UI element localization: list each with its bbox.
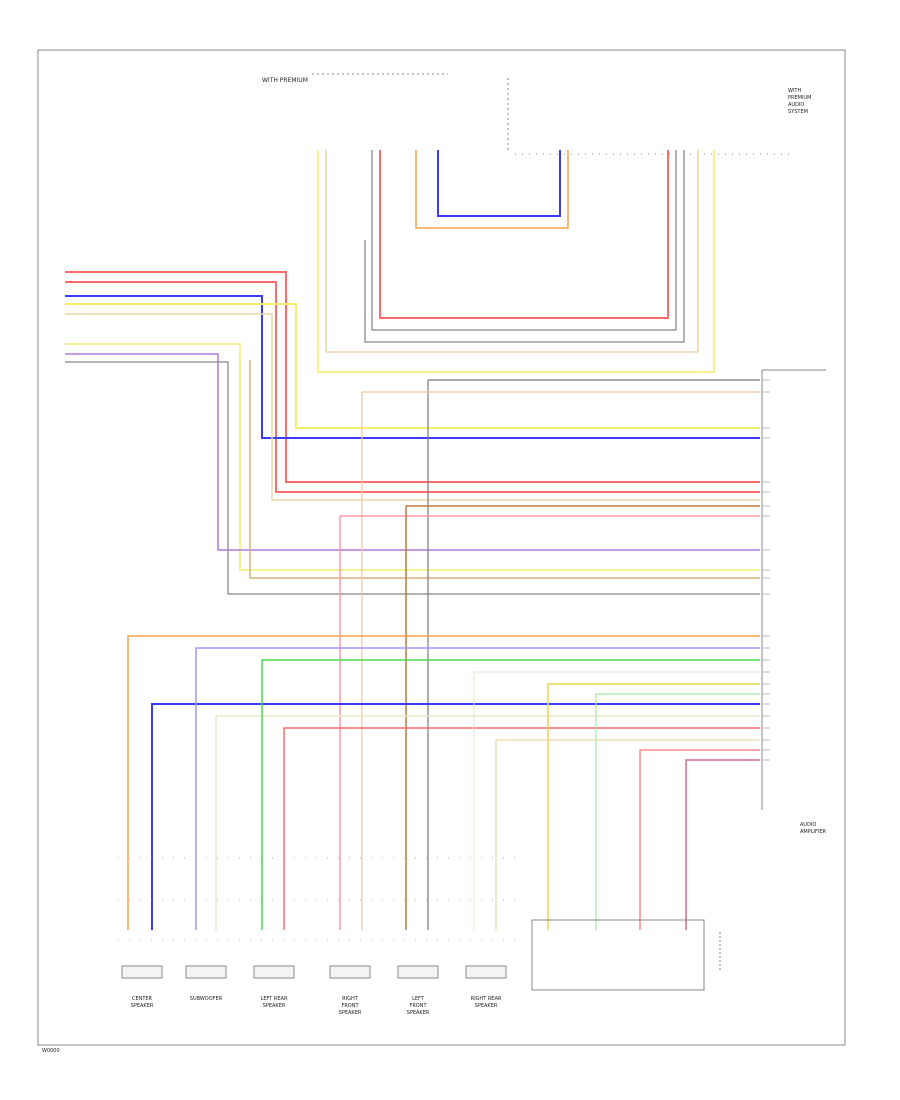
speaker-subwoofer: SUBWOOFER — [185, 965, 227, 1002]
svg-text:SPEAKER: SPEAKER — [475, 1003, 498, 1009]
wire-tan-1 — [65, 313, 760, 501]
wire-brown-center — [405, 505, 760, 930]
speaker-left-rear: LEFT REAR SPEAKER — [253, 965, 295, 1009]
svg-text:LEFT: LEFT — [412, 996, 425, 1002]
wire-tan-rightrear-2 — [495, 739, 760, 930]
wire-gray-top-2 — [364, 150, 685, 343]
diagram-border — [37, 49, 846, 1046]
wire-orange-top — [415, 150, 569, 229]
right-caption: WITH PREMIUM AUDIO SYSTEM — [788, 88, 811, 115]
svg-text:SPEAKER: SPEAKER — [339, 1010, 362, 1016]
svg-text:SPEAKER: SPEAKER — [407, 1010, 430, 1016]
amplifier-label: AUDIO AMPLIFIER — [800, 822, 827, 835]
svg-text:SPEAKER: SPEAKER — [263, 1003, 286, 1009]
wire-violet-1 — [65, 353, 760, 551]
wire-yellow-2 — [65, 343, 760, 571]
wire-pink-center — [339, 515, 760, 930]
speaker-right-front: RIGHT FRONT SPEAKER — [329, 965, 371, 1016]
svg-text:AUDIO: AUDIO — [800, 822, 816, 828]
svg-text:CENTER: CENTER — [132, 996, 153, 1002]
wire-red-module — [639, 749, 760, 930]
svg-text:SPEAKER: SPEAKER — [131, 1003, 154, 1009]
wire-yellow-top — [317, 150, 715, 373]
amplifier-connector — [761, 369, 826, 810]
wire-gray-top-1 — [371, 150, 677, 331]
wire-gray-1 — [65, 361, 760, 595]
wire-tan-2 — [249, 360, 760, 579]
svg-text:AUDIO: AUDIO — [788, 102, 804, 108]
wire-lightyellow-sub — [215, 715, 760, 930]
svg-text:FRONT: FRONT — [409, 1003, 427, 1009]
wire-red-1 — [65, 271, 760, 483]
svg-text:AMPLIFIER: AMPLIFIER — [800, 829, 827, 835]
wire-green-module — [595, 693, 760, 930]
wire-yellow-module — [547, 683, 760, 930]
wire-orange-center-speaker — [127, 635, 760, 930]
wire-blue-center-speaker — [151, 703, 760, 930]
wire-tan-top — [325, 150, 699, 353]
wire-pink-module — [685, 759, 760, 930]
svg-text:RIGHT REAR: RIGHT REAR — [471, 996, 502, 1002]
wire-blue-1 — [65, 295, 760, 439]
wire-red-2 — [65, 281, 760, 493]
svg-text:WITH: WITH — [788, 88, 801, 94]
wire-tan-rightrear — [473, 671, 760, 930]
svg-text:FRONT: FRONT — [341, 1003, 359, 1009]
speaker-left-front: LEFT FRONT SPEAKER — [397, 965, 439, 1016]
wire-gray-center — [427, 379, 760, 930]
top-caption: WITH PREMIUM — [262, 77, 308, 84]
speaker-connector-rows — [118, 857, 520, 941]
svg-text:LEFT REAR: LEFT REAR — [261, 996, 288, 1002]
speaker-right-rear: RIGHT REAR SPEAKER — [465, 965, 507, 1009]
svg-text:SYSTEM: SYSTEM — [788, 109, 808, 115]
wire-green-rear — [261, 659, 760, 930]
figure-code: W0000 — [42, 1048, 60, 1054]
module-box — [531, 919, 721, 991]
wire-yellow-1 — [65, 303, 760, 429]
svg-text:PREMIUM: PREMIUM — [788, 95, 811, 101]
svg-text:SUBWOOFER: SUBWOOFER — [190, 996, 223, 1002]
wire-blue-top — [437, 150, 561, 217]
wire-red-top — [379, 150, 669, 319]
wire-red-rear — [283, 727, 760, 930]
svg-text:RIGHT: RIGHT — [342, 996, 359, 1002]
wire-violet-sub — [195, 647, 760, 930]
wire-tan-center — [361, 391, 760, 930]
speaker-center: CENTER SPEAKER — [121, 965, 163, 1009]
